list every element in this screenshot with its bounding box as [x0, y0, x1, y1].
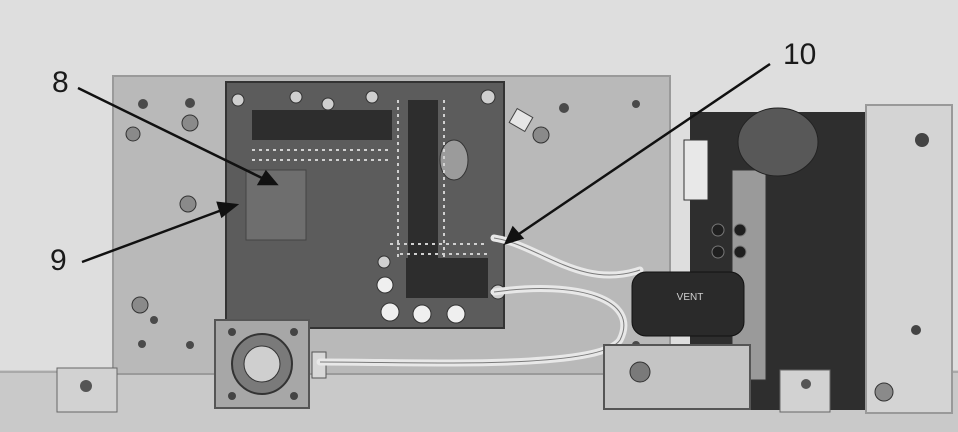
regulator-block	[603, 344, 751, 410]
small-components	[231, 89, 506, 324]
callout-leaders	[77, 62, 771, 264]
ic-chip-lower	[406, 258, 488, 298]
ic-chip-main	[252, 110, 392, 140]
callout-label-10: 10	[783, 38, 817, 71]
mounting-bracket-right	[779, 369, 831, 413]
board-module	[245, 169, 307, 241]
capacitor-text: VENT	[677, 292, 704, 303]
callout-label-9: 9	[50, 244, 67, 277]
transformer	[737, 107, 819, 177]
ic-chip-vertical	[408, 100, 438, 260]
side-panel	[865, 104, 953, 414]
callout-label-8: 8	[52, 66, 69, 99]
panel-screws	[125, 98, 640, 349]
crystal	[439, 139, 469, 181]
electrolytic-capacitor	[631, 271, 745, 337]
relay-component	[683, 139, 709, 201]
